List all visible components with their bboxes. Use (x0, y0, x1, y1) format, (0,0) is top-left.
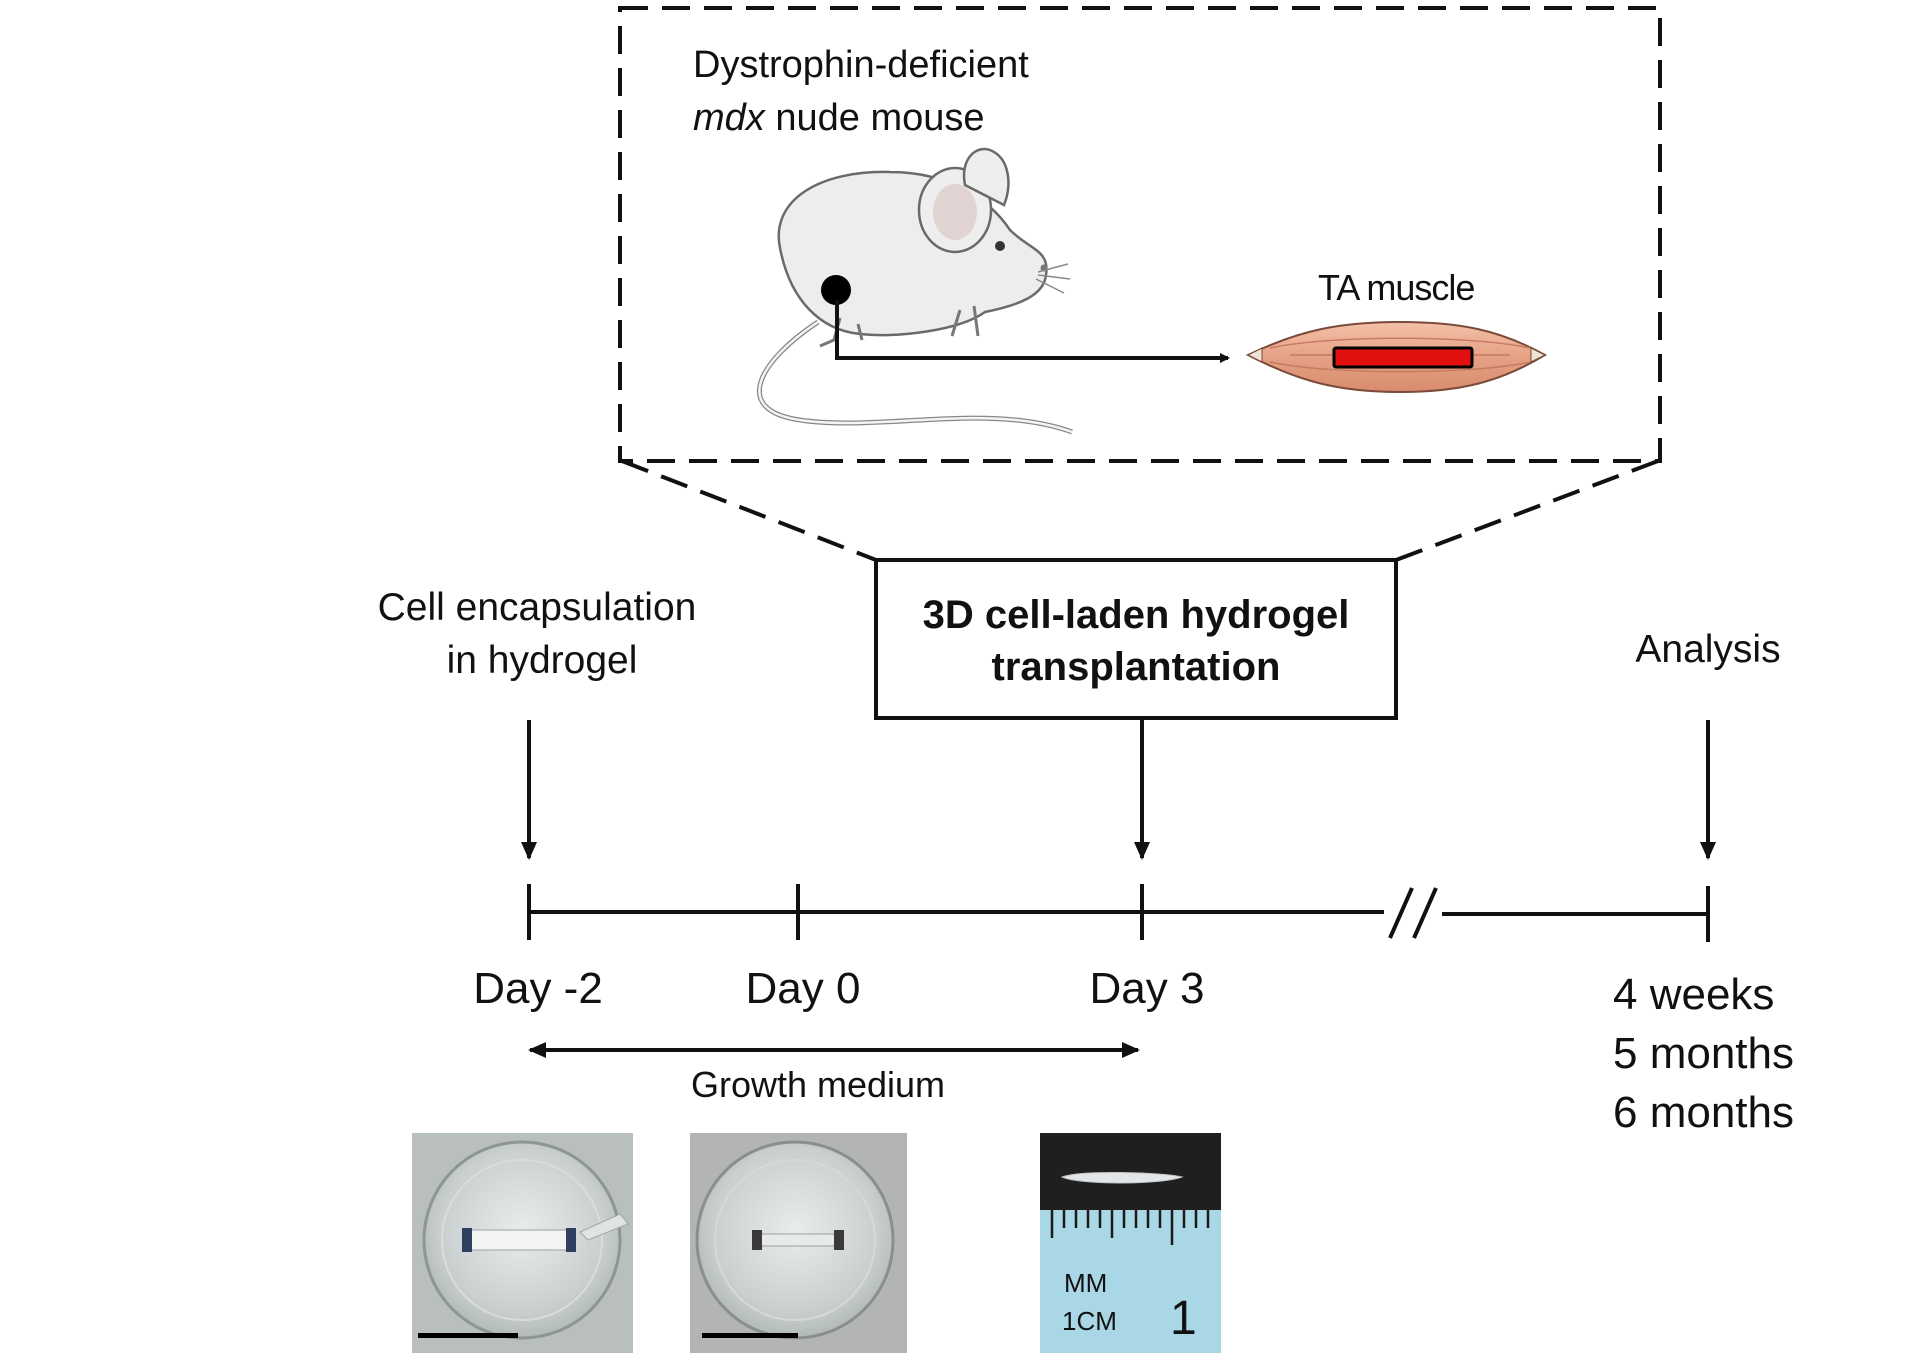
mouse-label-line2: mdx nude mouse (693, 97, 985, 139)
mouse-label-rest: nude mouse (765, 97, 985, 139)
ruler-cm-text: 1CM (1062, 1306, 1117, 1336)
timeline-axis (527, 884, 1710, 942)
analysis-time-5-months: 5 months (1613, 1029, 1794, 1078)
analysis-time-4-weeks: 4 weeks (1613, 970, 1774, 1019)
transplantation-box (874, 558, 1398, 720)
scale-bar (418, 1333, 518, 1338)
photo-explant-ruler: MM 1CM 1 (1040, 1133, 1221, 1353)
hydrogel-implant (1332, 346, 1474, 369)
scale-bar (702, 1333, 798, 1338)
analysis-time-6-months: 6 months (1613, 1088, 1794, 1137)
encapsulation-label-line1: Cell encapsulation (378, 586, 697, 629)
zoom-line-right (1395, 459, 1659, 562)
analysis-label: Analysis (1635, 628, 1780, 671)
photo-well-day-minus2 (412, 1133, 633, 1353)
ruler-one-text: 1 (1170, 1292, 1197, 1345)
inset-dashed-frame (618, 6, 1662, 463)
photo-well-day-0 (690, 1133, 907, 1353)
tick-label-day-0: Day 0 (746, 964, 861, 1013)
ta-muscle-label: TA muscle (1318, 267, 1474, 308)
growth-medium-label: Growth medium (691, 1064, 945, 1105)
mouse-illustration (756, 147, 1073, 435)
transplant-label-line1: 3D cell-laden hydrogel (923, 593, 1350, 637)
mouse-label-line1: Dystrophin-deficient (693, 44, 1029, 86)
tick-label-day-3: Day 3 (1090, 964, 1205, 1013)
transplant-label-line2: transplantation (992, 645, 1281, 689)
zoom-line-left (621, 459, 877, 562)
mdx-italic: mdx (693, 97, 767, 139)
mouse-to-muscle-arrow (835, 300, 1230, 363)
tick-label-day-minus2: Day -2 (473, 964, 603, 1013)
encapsulation-label-line2: in hydrogel (447, 639, 638, 682)
injection-site-marker (821, 275, 851, 305)
ruler-mm-text: MM (1064, 1268, 1107, 1298)
